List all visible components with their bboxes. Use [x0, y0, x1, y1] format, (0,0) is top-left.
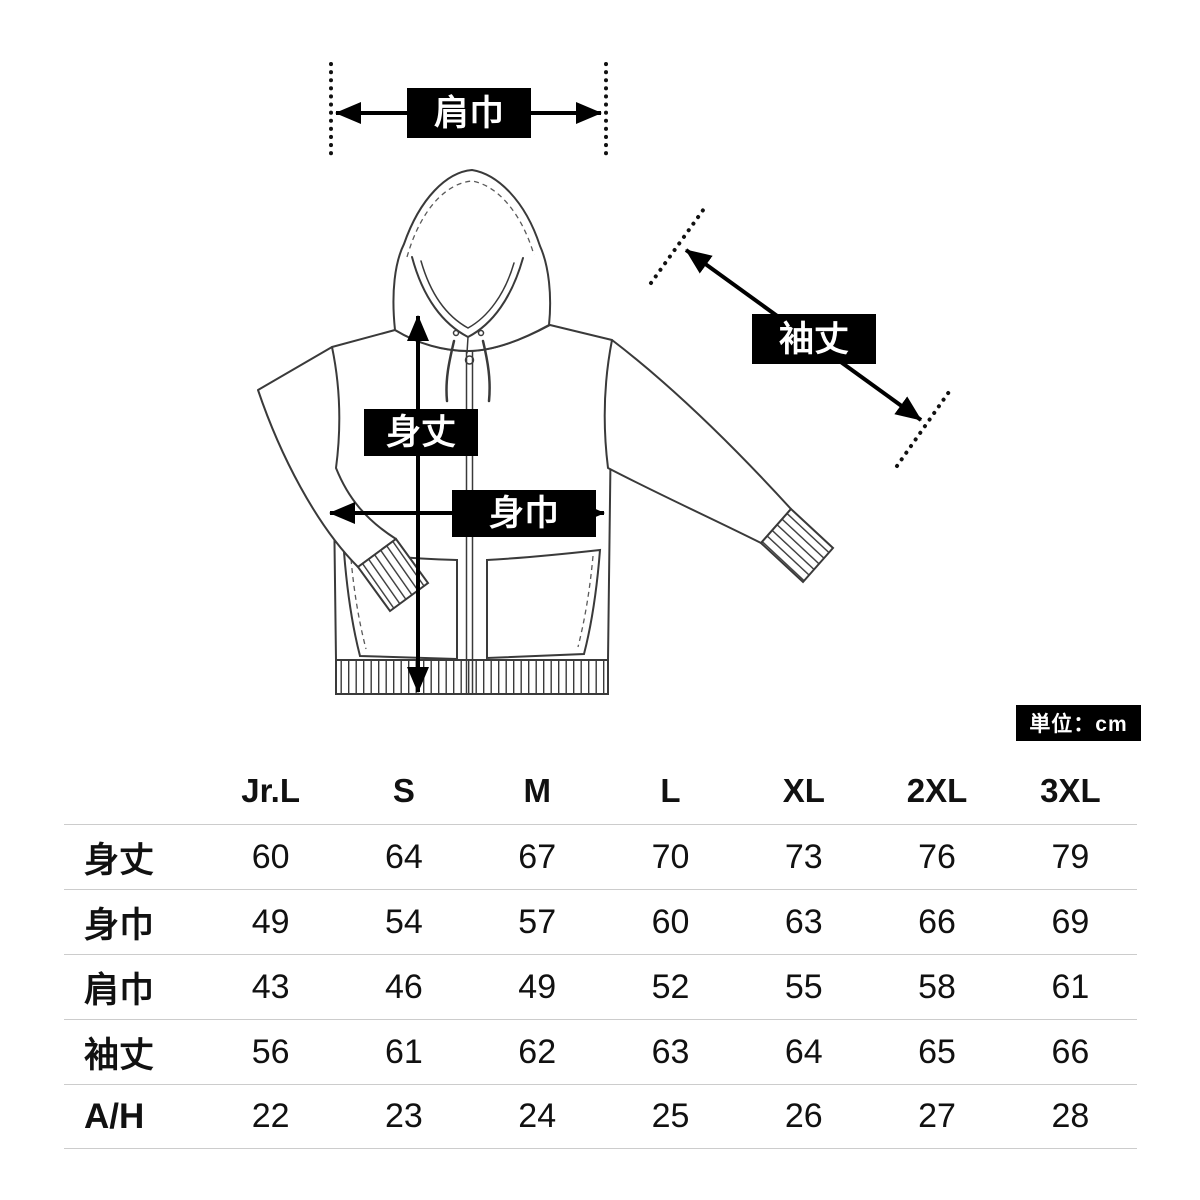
- size-value: 26: [784, 1097, 823, 1135]
- size-value: 64: [784, 1032, 823, 1071]
- drawcord-eyelet-right: [477, 329, 485, 337]
- guide-dotted-sleeve-top: [649, 204, 708, 285]
- body-width-label: 身巾: [489, 494, 559, 533]
- size-value: 46: [385, 967, 423, 1006]
- size-value: 27: [918, 1097, 956, 1135]
- column-header-jrl: Jr.L: [241, 772, 300, 809]
- size-value: 24: [518, 1097, 557, 1135]
- sleeve-length-label-box: [752, 314, 876, 364]
- pocket-stitch-left: [350, 558, 367, 650]
- table-row-body-length: 身丈 60 64 67 70 73 76 79: [64, 824, 1137, 889]
- size-value: 73: [784, 837, 823, 876]
- size-value: 60: [651, 902, 690, 941]
- table-row-shoulder-width: 肩巾 43 46 49 52 55 58 61: [64, 954, 1137, 1019]
- hood-opening-inner: [420, 260, 515, 329]
- unit-badge: 単位：cm: [1016, 705, 1141, 741]
- table-header-row: Jr.L S M L XL 2XL 3XL: [64, 758, 1137, 824]
- hoodie-measurement-diagram: 肩巾 袖丈 身丈 身巾: [257, 62, 953, 695]
- pocket-stitch-right: [577, 555, 594, 648]
- body-length-label: 身丈: [386, 413, 456, 452]
- column-header-m: M: [523, 772, 551, 809]
- size-value: 58: [918, 967, 956, 1006]
- size-value: 52: [651, 967, 690, 1006]
- drawcord-eyelet-left: [452, 329, 460, 337]
- column-header-3xl: 3XL: [1040, 772, 1101, 809]
- hoodie-drawing: [257, 169, 835, 695]
- size-value: 23: [385, 1097, 423, 1135]
- table-row-armhole: A/H 22 23 24 25 26 27 28: [64, 1084, 1137, 1149]
- size-table: Jr.L S M L XL 2XL 3XL 身丈 60 64 67 70 73 …: [64, 758, 1137, 1149]
- size-value: 63: [784, 902, 823, 941]
- shoulder-width-label-box: [407, 88, 531, 138]
- size-value: 69: [1051, 902, 1090, 941]
- zipper-pull: [464, 355, 475, 365]
- size-value: 56: [251, 1032, 290, 1071]
- size-value: 54: [385, 902, 423, 941]
- size-value: 57: [518, 902, 557, 941]
- sleeve-length-label: 袖丈: [779, 320, 849, 359]
- size-value: 61: [1051, 967, 1090, 1006]
- size-value: 79: [1051, 837, 1090, 876]
- shoulder-width-label: 肩巾: [434, 93, 504, 133]
- row-label: 身巾: [84, 905, 155, 945]
- sleeve-length-annotation: 袖丈: [649, 204, 953, 468]
- column-header-xl: XL: [782, 772, 825, 809]
- body-width-label-box: [452, 490, 596, 537]
- size-value: 66: [1051, 1032, 1090, 1071]
- sleeve-right: [603, 339, 792, 544]
- column-header-2xl: 2XL: [906, 772, 968, 809]
- drawstring-right: [481, 339, 491, 403]
- size-value: 70: [651, 837, 690, 876]
- body-width-annotation: 身巾: [329, 490, 605, 537]
- size-value: 67: [518, 837, 557, 876]
- size-value: 64: [385, 837, 423, 876]
- drawstring-left: [445, 339, 456, 403]
- size-value: 25: [651, 1097, 690, 1135]
- cuff-right: [759, 507, 835, 584]
- size-value: 65: [918, 1032, 956, 1071]
- row-label: 肩巾: [84, 970, 155, 1010]
- column-header-s: S: [392, 772, 415, 809]
- size-value: 43: [251, 967, 290, 1006]
- size-value: 28: [1051, 1097, 1090, 1135]
- row-label: 身丈: [84, 840, 155, 880]
- hood-chin-line: [466, 336, 469, 354]
- table-row-body-width: 身巾 49 54 57 60 63 66 69: [64, 889, 1137, 954]
- kangaroo-pocket-right: [486, 548, 602, 660]
- size-value: 66: [918, 902, 956, 941]
- body-length-label-box: [364, 409, 478, 456]
- size-value: 63: [651, 1032, 690, 1071]
- size-value: 62: [518, 1032, 557, 1071]
- size-value: 76: [918, 837, 956, 876]
- shoulder-width-annotation: 肩巾: [329, 62, 608, 162]
- size-value: 49: [251, 902, 290, 941]
- size-value: 55: [784, 967, 823, 1006]
- guide-dotted-sleeve-bottom: [895, 387, 953, 468]
- column-header-l: L: [660, 772, 681, 809]
- row-label: A/H: [84, 1096, 145, 1136]
- hood-seam-stitch: [406, 180, 535, 258]
- size-value: 60: [251, 837, 290, 876]
- table-row-sleeve-length: 袖丈 56 61 62 63 64 65 66: [64, 1019, 1137, 1084]
- size-value: 61: [385, 1032, 423, 1071]
- row-label: 袖丈: [84, 1035, 155, 1075]
- size-value: 22: [251, 1097, 290, 1135]
- size-value: 49: [518, 967, 557, 1006]
